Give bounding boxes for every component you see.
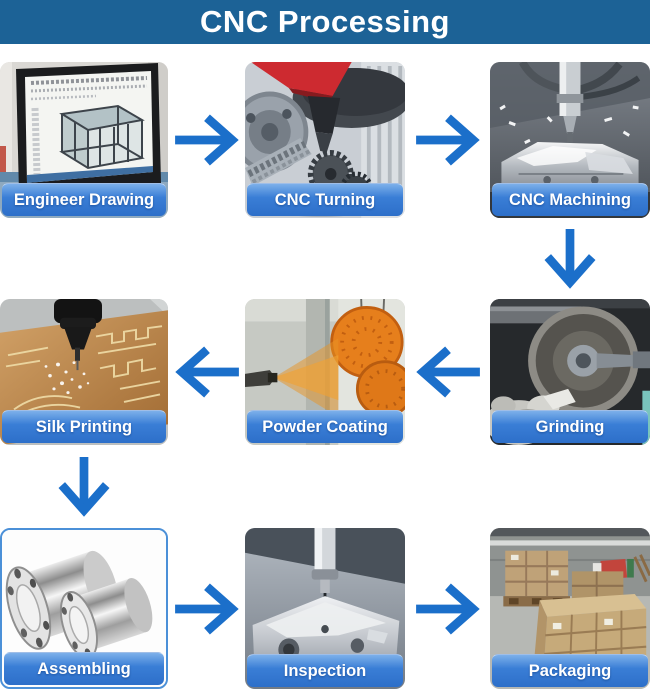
flow-arrow-3 (490, 218, 650, 299)
step-label-band: Grinding (492, 410, 648, 443)
step-tile-grinding: Grinding (490, 299, 650, 445)
step-tile-assembling: Assembling (0, 528, 168, 689)
step-tile-cnc-turning: CNC Turning (245, 62, 405, 218)
arrow-right-icon (415, 114, 480, 166)
step-label: Inspection (283, 661, 367, 680)
step-label: Grinding (535, 417, 605, 436)
arrow-right-icon (174, 114, 239, 166)
flow-arrow-2 (405, 62, 490, 218)
step-label-band: CNC Machining (492, 183, 648, 216)
step-label: Engineer Drawing (13, 190, 155, 209)
flow-arrow-5 (168, 299, 245, 445)
arrow-down-icon (58, 456, 110, 517)
step-label-band: CNC Turning (247, 183, 403, 216)
page-title: CNC Processing (200, 4, 450, 39)
step-label: Silk Printing (35, 417, 133, 436)
arrow-left-icon (415, 346, 480, 398)
step-label-band: Inspection (247, 654, 403, 687)
step-label-band: Packaging (492, 654, 648, 687)
step-label: Packaging (528, 661, 612, 680)
step-tile-cnc-machining: CNC Machining (490, 62, 650, 218)
step-tile-packaging: Packaging (490, 528, 650, 689)
process-flow-grid: Engineer Drawing (0, 44, 650, 689)
step-label-band: Silk Printing (2, 410, 166, 443)
engineer-drawing-photo (0, 62, 168, 218)
arrow-left-icon (174, 346, 239, 398)
step-label: CNC Turning (274, 190, 376, 209)
arrow-right-icon (415, 583, 480, 634)
flow-arrow-4 (405, 299, 490, 445)
title-bar: CNC Processing (0, 0, 650, 44)
step-tile-silk-printing: Silk Printing (0, 299, 168, 445)
step-tile-powder-coating: Powder Coating (245, 299, 405, 445)
arrow-down-icon (544, 228, 596, 289)
flow-arrow-7 (168, 528, 245, 689)
flow-arrow-1 (168, 62, 245, 218)
step-label-band: Powder Coating (247, 410, 403, 443)
step-tile-inspection: Inspection (245, 528, 405, 689)
step-label-band: Assembling (4, 652, 164, 685)
step-label: Powder Coating (262, 417, 388, 436)
step-label: CNC Machining (509, 190, 631, 209)
step-label-band: Engineer Drawing (2, 183, 166, 216)
flow-arrow-8 (405, 528, 490, 689)
step-tile-engineer-drawing: Engineer Drawing (0, 62, 168, 218)
step-label: Assembling (37, 659, 131, 678)
flow-arrow-6 (0, 445, 168, 528)
arrow-right-icon (174, 583, 239, 634)
